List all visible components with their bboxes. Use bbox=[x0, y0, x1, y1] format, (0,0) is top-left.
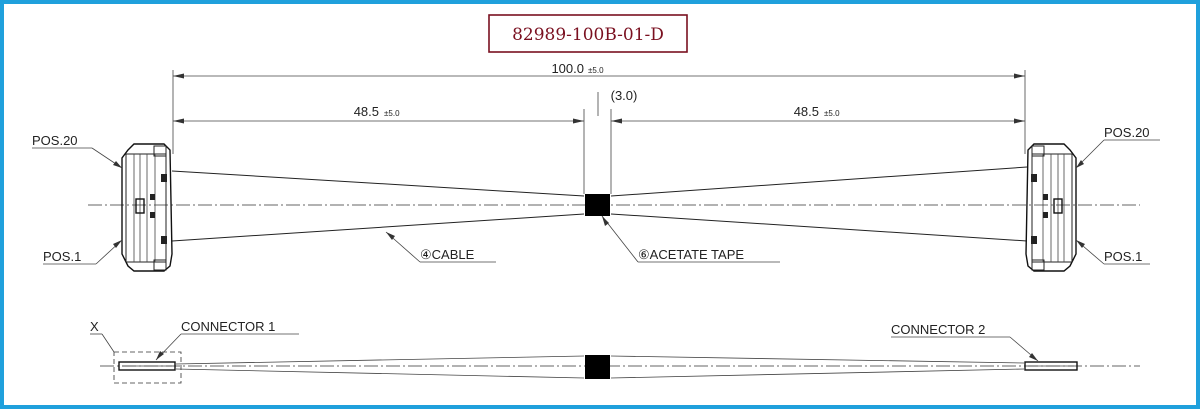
left-arrow-a bbox=[173, 118, 184, 124]
detail-x-label: X bbox=[90, 319, 99, 334]
connector-2-label: CONNECTOR 2 bbox=[891, 322, 985, 337]
acetate-tape-label: ⑥ACETATE TAPE bbox=[638, 247, 744, 262]
connector-2-body bbox=[1025, 143, 1077, 272]
right-dimension: 48.5 ±5.0 bbox=[611, 104, 1025, 124]
connector-2-top-view bbox=[1025, 143, 1077, 272]
cable-left-lower bbox=[171, 213, 585, 242]
cable-label: ④CABLE bbox=[420, 247, 475, 262]
left-arrow-b bbox=[573, 118, 584, 124]
cable-right-lower bbox=[610, 213, 1028, 242]
right-arrow-a bbox=[611, 118, 622, 124]
side-view-labels: X CONNECTOR 1 CONNECTOR 2 bbox=[90, 319, 1039, 362]
part-number: 82989-100B-01-D bbox=[512, 25, 664, 45]
cable-left-upper bbox=[171, 170, 585, 197]
side-view bbox=[100, 351, 1140, 384]
connector-1-top-view bbox=[121, 143, 173, 272]
acetate-tape-callout: ⑥ACETATE TAPE bbox=[601, 215, 780, 263]
cable-callout: ④CABLE bbox=[385, 231, 496, 263]
right-arrow-b bbox=[1014, 118, 1025, 124]
overall-tolerance: ±5.0 bbox=[588, 66, 604, 75]
left-dimension: 48.5 ±5.0 bbox=[173, 104, 584, 124]
pos1-right-label: POS.1 bbox=[1104, 249, 1142, 264]
detail-x-box bbox=[113, 351, 182, 384]
cable-top-view bbox=[171, 166, 1028, 242]
arrow-left bbox=[173, 73, 184, 79]
connector-1-body bbox=[121, 143, 173, 272]
right-value: 48.5 bbox=[794, 104, 819, 119]
left-value: 48.5 bbox=[354, 104, 379, 119]
pos-labels-left: POS.20 POS.1 bbox=[32, 133, 123, 265]
pos1-left-label: POS.1 bbox=[43, 249, 81, 264]
connector-1-label: CONNECTOR 1 bbox=[181, 319, 275, 334]
connector-2-inner bbox=[1031, 153, 1073, 263]
arrow-right bbox=[1014, 73, 1025, 79]
connector-1-inner bbox=[125, 153, 167, 263]
acetate-tape-side bbox=[585, 355, 610, 379]
pos-labels-right: POS.20 POS.1 bbox=[1075, 125, 1160, 265]
cable-assembly-drawing: 82989-100B-01-D 100.0 ±5.0 48.5 ±5.0 48.… bbox=[32, 14, 1160, 384]
cable-right-upper bbox=[610, 166, 1028, 197]
pos20-right-label: POS.20 bbox=[1104, 125, 1150, 140]
title-box: 82989-100B-01-D bbox=[488, 14, 688, 53]
left-tolerance: ±5.0 bbox=[384, 109, 400, 118]
overall-value: 100.0 bbox=[551, 61, 584, 76]
acetate-tape-block bbox=[585, 194, 610, 216]
connector-1-side bbox=[118, 361, 176, 371]
overall-dimension: 100.0 ±5.0 bbox=[172, 61, 1026, 154]
pos20-left-label: POS.20 bbox=[32, 133, 78, 148]
tape-width-value: (3.0) bbox=[611, 88, 638, 103]
connector-2-side bbox=[1024, 361, 1078, 371]
title-box-border bbox=[488, 14, 688, 53]
right-tolerance: ±5.0 bbox=[824, 109, 840, 118]
tape-width-dimension: (3.0) bbox=[583, 88, 638, 194]
